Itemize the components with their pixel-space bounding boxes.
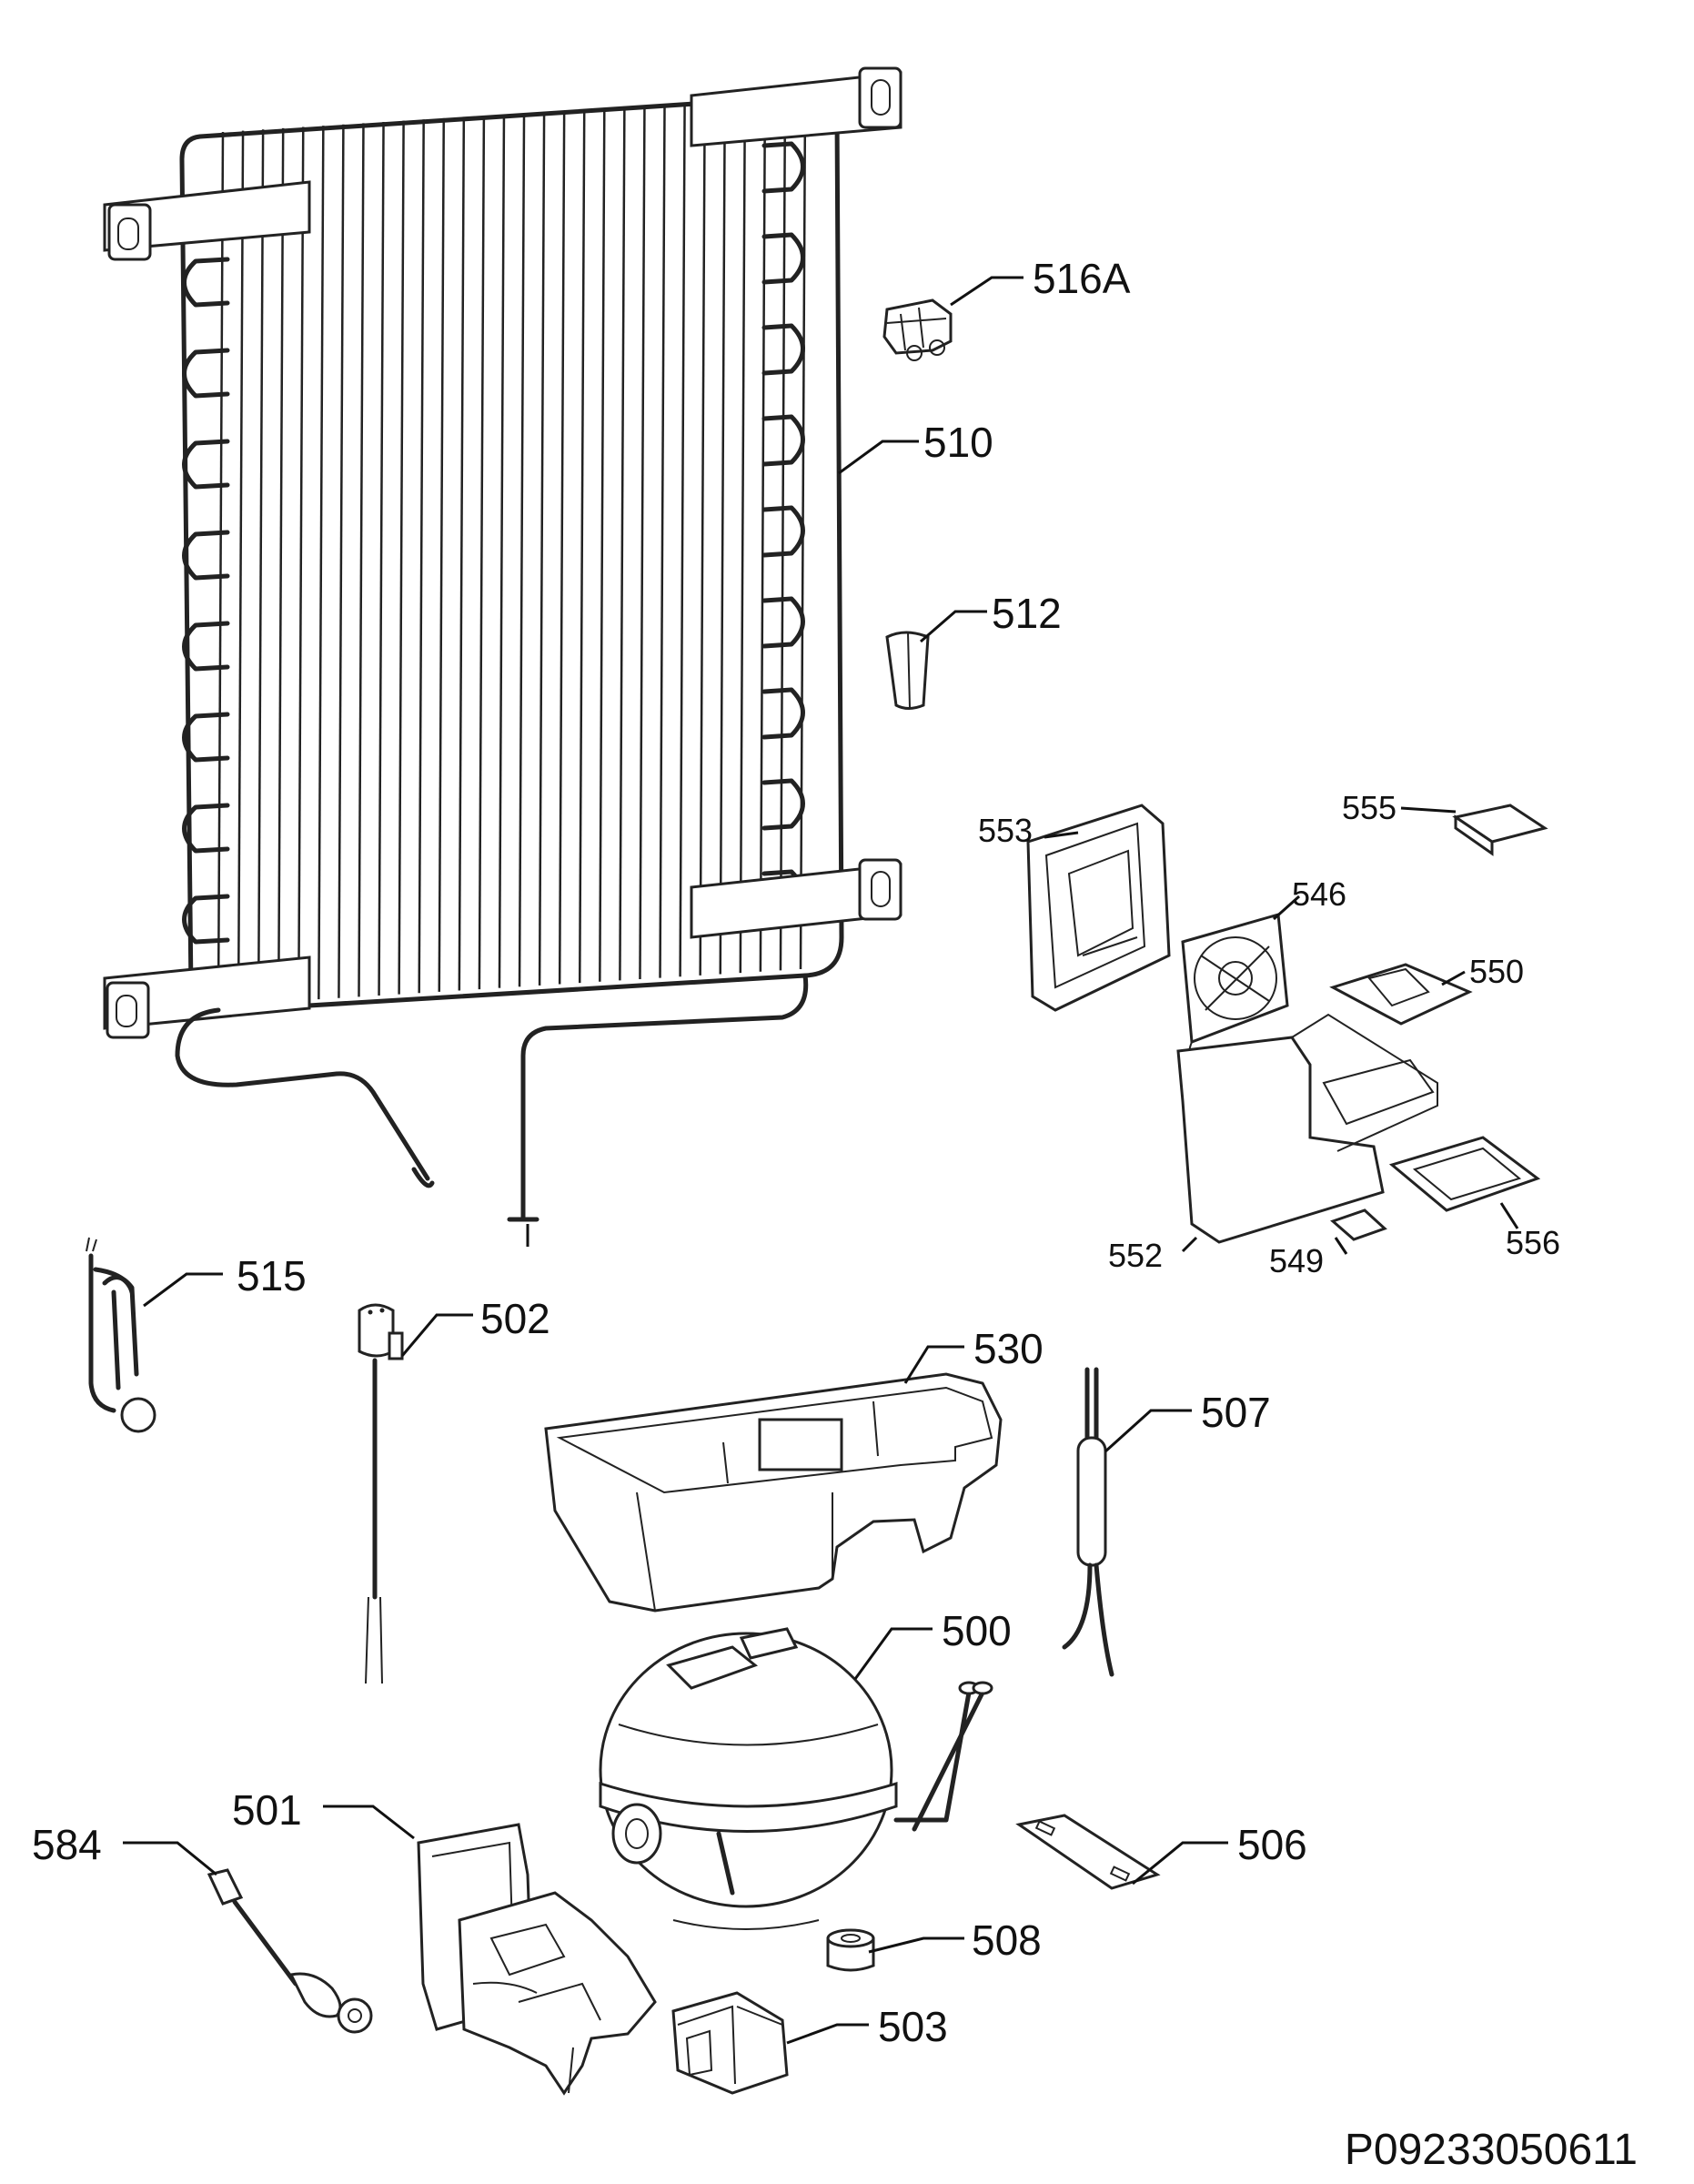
condenser-wire <box>217 131 225 1006</box>
callout-507: 507 <box>1201 1389 1271 1436</box>
condenser-wire <box>498 114 506 988</box>
condenser-wire <box>759 97 767 972</box>
part-516a-clip <box>882 298 953 361</box>
condenser-wire <box>418 119 425 994</box>
part-556-tray <box>1388 1136 1541 1212</box>
part-501-starter-relay-assembly <box>417 1823 657 2096</box>
condenser-wire <box>297 126 305 1001</box>
callout-501: 501 <box>232 1786 302 1834</box>
callout-553: 553 <box>978 812 1033 849</box>
callout-508: 508 <box>972 1916 1042 1964</box>
condenser-wire <box>318 126 325 1000</box>
condenser-wire <box>739 99 747 974</box>
part-550-bracket <box>1329 963 1473 1026</box>
leader-lines <box>123 276 1519 2045</box>
condenser-wire <box>599 107 606 982</box>
condenser-wire <box>398 120 405 995</box>
callout-503: 503 <box>878 2003 948 2050</box>
callout-512: 512 <box>992 590 1062 637</box>
callout-506: 506 <box>1237 1821 1307 1868</box>
condenser-coil-bend <box>182 712 230 763</box>
condenser-wire <box>458 116 466 991</box>
condenser-wire <box>277 127 285 1002</box>
condenser-wire <box>338 124 345 998</box>
condenser-wire <box>558 110 566 985</box>
callout-556: 556 <box>1506 1224 1560 1261</box>
reference-code: P09233050611 <box>1345 2126 1638 2174</box>
condenser-wire <box>679 103 686 977</box>
part-507-filter-drier <box>1062 1367 1114 1677</box>
condenser-wire <box>719 100 726 975</box>
callout-546: 546 <box>1292 875 1346 913</box>
part-503-relay <box>671 1991 789 2095</box>
part-546-fan <box>1181 913 1289 1079</box>
callout-552: 552 <box>1108 1237 1163 1274</box>
condenser-wire <box>378 121 385 996</box>
part-510-condenser <box>103 66 902 1247</box>
condenser-coil-bend <box>182 803 230 854</box>
part-502-sensor <box>358 1303 404 1684</box>
condenser-wire <box>779 96 787 971</box>
callout-500: 500 <box>942 1607 1012 1654</box>
callout-labels: 516A 510 512 555 553 546 550 552 549 556… <box>32 255 1638 2174</box>
part-553-fan-cover <box>1026 804 1171 1012</box>
condenser-wire <box>578 109 586 984</box>
part-515-heater <box>86 1237 156 1433</box>
part-506-bracket-plate <box>1015 1814 1161 1890</box>
callout-502: 502 <box>480 1295 550 1342</box>
condenser-coil-bend <box>182 257 230 308</box>
condenser-wire <box>518 113 526 987</box>
condenser-coil-bend <box>182 439 230 490</box>
callout-555: 555 <box>1342 789 1397 826</box>
part-555-pad <box>1452 804 1548 856</box>
condenser-wire <box>799 95 807 970</box>
condenser-wire <box>478 116 486 990</box>
condenser-coil-bend <box>761 778 805 831</box>
condenser-wire <box>237 130 245 1005</box>
condenser-coil-bend <box>761 687 805 740</box>
callout-550: 550 <box>1469 953 1524 990</box>
condenser-coil-bend <box>182 621 230 672</box>
condenser-wires <box>217 95 807 1006</box>
part-552-fan-housing <box>1176 1013 1438 1244</box>
part-512-sleeve <box>885 631 930 710</box>
callout-549: 549 <box>1269 1242 1324 1279</box>
condenser-wire <box>538 111 546 986</box>
condenser-coil-bend <box>182 348 230 399</box>
part-530-drip-tray <box>544 1372 1003 1613</box>
part-549-plate <box>1330 1208 1387 1241</box>
part-584-ground-wire <box>207 1868 373 2034</box>
condenser-wire <box>659 104 666 978</box>
condenser-wire <box>358 123 365 997</box>
callout-515: 515 <box>237 1252 307 1299</box>
callout-530: 530 <box>973 1325 1044 1372</box>
condenser-coil-bend <box>761 232 805 285</box>
condenser-wire <box>639 106 646 980</box>
callout-516A: 516A <box>1033 255 1131 302</box>
part-500-compressor <box>599 1627 993 1930</box>
condenser-coils-left <box>182 257 230 945</box>
condenser-coil-bend <box>182 530 230 581</box>
callout-584: 584 <box>32 1821 102 1868</box>
condenser-wire <box>438 117 446 992</box>
condenser-wire <box>699 101 706 976</box>
condenser-coil-bend <box>182 894 230 945</box>
part-508-grommet <box>826 1928 875 1972</box>
condenser-wire <box>619 106 626 981</box>
condenser-wire <box>257 129 265 1004</box>
callout-510: 510 <box>923 419 993 466</box>
condenser-coil-bend <box>761 141 805 194</box>
